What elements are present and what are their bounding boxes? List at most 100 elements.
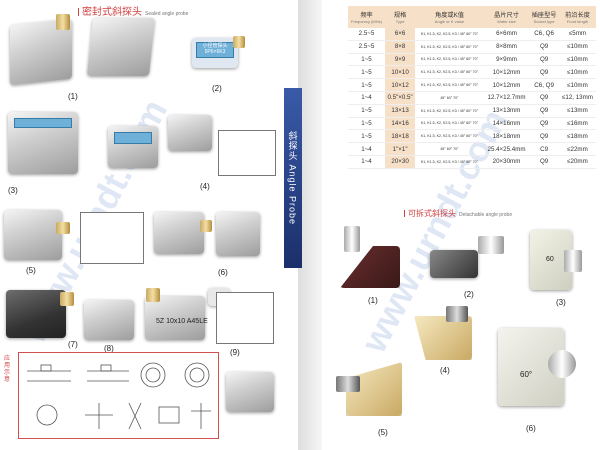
table-cell: C6, Q6 [529, 28, 559, 41]
application-diagram-box [18, 352, 219, 439]
sealed-probe-6-image [154, 212, 204, 254]
table-cell: 45° 60° 70° [415, 91, 484, 105]
table-cell: 1~5 [348, 65, 385, 80]
sealed-probe-image [226, 372, 274, 412]
table-cell: 8×8 [385, 40, 416, 54]
caption-7: (7) [68, 340, 78, 349]
table-cell: 10×12 [385, 78, 416, 92]
connector-image [200, 220, 212, 232]
det-caption-6: (6) [526, 424, 536, 433]
table-cell: ≤20mm [558, 155, 596, 169]
angle-probe-band-title: 斜探头 Angle Probe [287, 130, 298, 226]
probe-8-label: 5Z 10x10 A45LE [156, 318, 208, 325]
table-cell: 1~5 [348, 53, 385, 67]
table-cell: 10×10 [385, 65, 416, 80]
caption-1: (1) [68, 92, 78, 101]
sealed-probe-8-image [84, 300, 134, 340]
table-cell: ≤10mm [558, 78, 596, 92]
detachable-probe-4-image [414, 316, 472, 360]
table-cell: Q9 [529, 65, 559, 80]
technical-drawing [80, 212, 144, 264]
table-cell: ≤18mm [558, 129, 596, 144]
table-cell: K1, K1.5, K2, K2.5, K3 / 45° 60° 70° [415, 155, 484, 169]
connector-image [548, 350, 576, 378]
table-cell: 13×13mm [483, 104, 530, 118]
page-fold-shadow [298, 0, 322, 450]
table-cell: 2.5~5 [348, 28, 385, 41]
block-3-label: 60 [546, 256, 554, 263]
table-cell: 10×12mm [483, 65, 530, 80]
table-cell: C6, Q9 [529, 78, 559, 92]
caption-9: (9) [230, 348, 240, 357]
probe-3-label [14, 118, 72, 128]
table-cell: 20×30 [385, 155, 416, 169]
connector-image [56, 14, 70, 30]
table-cell: 1~5 [348, 117, 385, 131]
table-cell: K1, K1.5, K2, K2.5, K3 / 45° 60° 70° [415, 40, 484, 54]
table-cell: 14×16 [385, 117, 416, 131]
table-cell: Q9 [529, 117, 559, 131]
table-cell: ≤22mm [558, 142, 596, 156]
table-cell: 13×13 [385, 104, 416, 118]
table-cell: Q9 [529, 40, 559, 54]
technical-drawing [218, 130, 276, 176]
application-label: 应用示意 [4, 356, 11, 383]
connector-image [336, 376, 360, 392]
probe-4-label [114, 132, 152, 144]
connector-image [233, 36, 245, 48]
table-cell: Q9 [529, 104, 559, 118]
connector-image [56, 222, 70, 234]
table-cell: K1, K1.5, K2, K2.5, K3 / 45° 60° 70° [415, 53, 484, 67]
table-cell: ≤10mm [558, 65, 596, 80]
table-cell: K1, K1.5, K2, K2.5, K3 / 45° 60° 70° [415, 78, 484, 92]
table-cell: 12.7×12.7mm [483, 91, 530, 105]
caption-6: (6) [218, 268, 228, 277]
sealed-probe-5-image [4, 210, 62, 260]
table-cell: 1~4 [348, 155, 385, 169]
table-cell: 14×16mm [483, 117, 530, 131]
table-cell: K1, K1.5, K2, K2.5, K3 / 45° 60° 70° [415, 28, 484, 41]
table-cell: 2.5~5 [348, 40, 385, 54]
connector-image [60, 292, 74, 306]
table-cell: 6×6mm [483, 28, 530, 41]
caption-5: (5) [26, 266, 36, 275]
table-cell: 1"×1" [385, 142, 416, 156]
table-cell: ≤10mm [558, 40, 596, 54]
table-cell: 10×12mm [483, 78, 530, 92]
connector-image [478, 236, 504, 254]
table-cell: 25.4×25.4mm [483, 142, 530, 156]
table-cell: 9×9 [385, 53, 416, 67]
table-cell: Q9 [529, 53, 559, 67]
detachable-probe-1-image [340, 246, 400, 288]
table-cell: 1~5 [348, 129, 385, 144]
block-6-label: 60° [520, 370, 533, 379]
table-cell: 0.5"×0.5" [385, 91, 416, 105]
sealed-probe-image [216, 212, 260, 256]
connector-image [344, 226, 360, 252]
application-sketch [27, 362, 211, 430]
det-caption-1: (1) [368, 296, 378, 305]
connector-image [146, 288, 160, 302]
table-cell: K1, K1.5, K2, K2.5, K3 / 45° 60° 70° [415, 65, 484, 80]
det-caption-2: (2) [464, 290, 474, 299]
detachable-probe-2-image [430, 250, 478, 278]
table-cell: ≤5mm [558, 28, 596, 41]
table-cell: C9 [529, 142, 559, 156]
table-cell: K1, K1.5, K2, K2.5, K3 / 45° 60° 70° [415, 129, 484, 144]
technical-drawing [216, 292, 274, 344]
table-cell: 18×18mm [483, 129, 530, 144]
